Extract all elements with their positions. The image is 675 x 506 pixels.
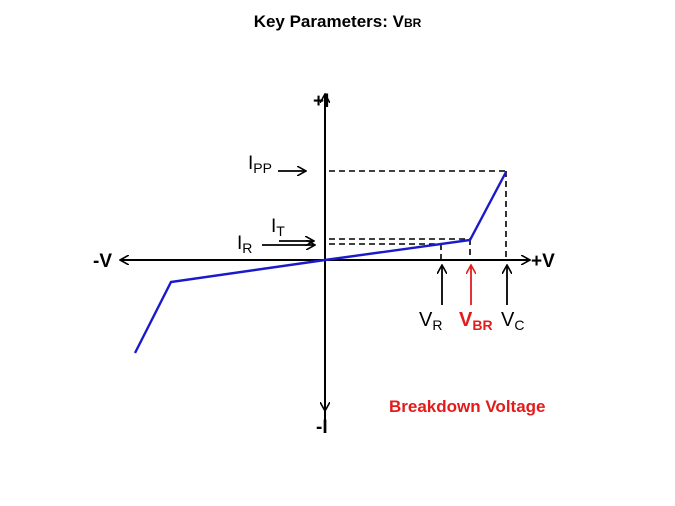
ir-label: IR bbox=[237, 233, 252, 256]
title-subscript: BR bbox=[403, 16, 422, 30]
breakdown-voltage-caption: Breakdown Voltage bbox=[389, 397, 546, 416]
slide-title: Key Parameters: VBR bbox=[0, 12, 675, 32]
ipp-label: IPP bbox=[248, 153, 272, 176]
neg-i-label: -I bbox=[316, 417, 328, 438]
dashed-guides bbox=[329, 170, 507, 260]
vbr-label: VBR bbox=[459, 309, 493, 333]
neg-v-label: -V bbox=[93, 251, 112, 272]
pos-v-label: +V bbox=[531, 251, 555, 272]
iv-curve bbox=[133, 171, 508, 354]
vr-label: VR bbox=[419, 309, 442, 333]
pos-i-label: +I bbox=[313, 91, 329, 112]
title-text: Key Parameters: V bbox=[253, 12, 404, 31]
it-label: IT bbox=[271, 216, 285, 239]
vc-label: VC bbox=[501, 309, 524, 333]
